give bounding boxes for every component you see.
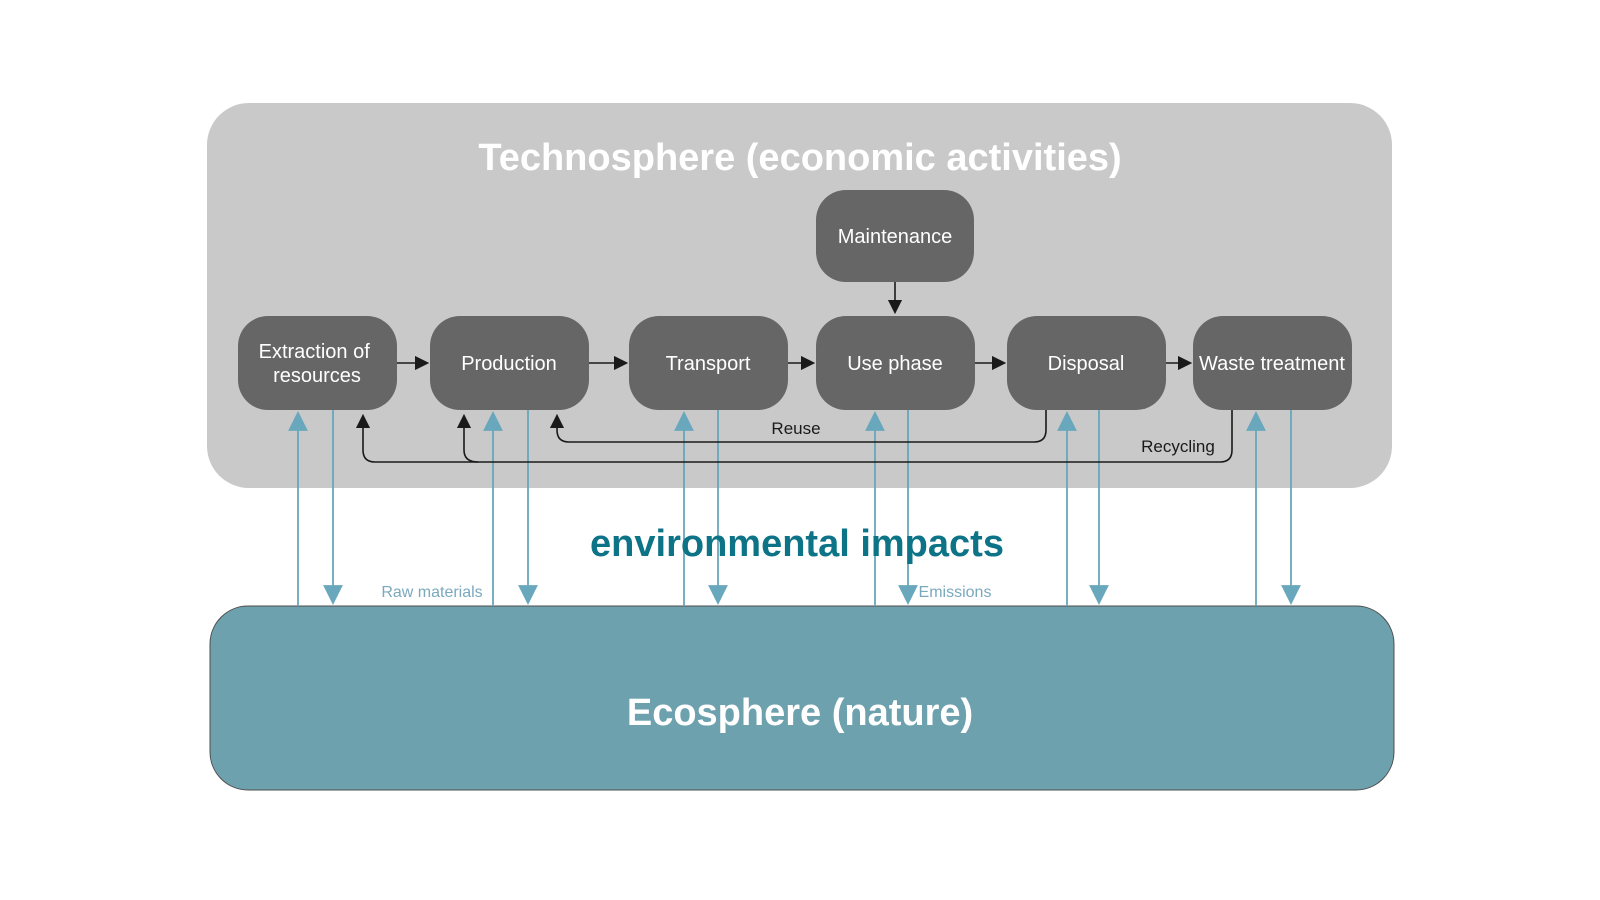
stage-label-line: Extraction of — [259, 341, 371, 363]
stage-label-line: resources — [273, 365, 361, 387]
stage-box-waste-treatment — [1193, 316, 1352, 410]
ecosphere-container — [209, 605, 1395, 791]
stage-box-transport — [629, 316, 788, 410]
stage-label-production: Production — [461, 353, 557, 375]
maintenance-label: Maintenance — [838, 226, 953, 248]
eco-flow-arrows — [288, 410, 1301, 606]
stage-box-extraction — [238, 316, 397, 410]
recycling-label: Recycling — [1141, 437, 1215, 456]
raw-materials-label: Raw materials — [381, 584, 482, 601]
technosphere-title: Technosphere (economic activities) — [478, 137, 1121, 179]
stage-box-disposal — [1007, 316, 1166, 410]
impacts-title: environmental impacts — [590, 523, 1004, 565]
recycling-branch-arrow — [456, 413, 479, 463]
stage-label-disposal: Disposal — [1048, 353, 1125, 375]
stage-label-use-phase: Use phase — [847, 353, 943, 375]
maintenance-box — [816, 190, 974, 282]
stage-label-transport: Transport — [666, 353, 751, 375]
stage-label-waste-treatment: Waste treatment — [1199, 353, 1345, 375]
stage-box-production — [430, 316, 589, 410]
reuse-loop-arrow — [549, 410, 1047, 443]
stage-box-use-phase — [816, 316, 975, 410]
process-arrows — [355, 282, 1233, 463]
ecosphere-title: Ecosphere (nature) — [627, 692, 973, 734]
emissions-label: Emissions — [919, 584, 992, 601]
reuse-label: Reuse — [771, 419, 820, 438]
stage-label-extraction: Extraction of resources — [259, 341, 376, 387]
recycling-loop-arrow — [355, 410, 1233, 463]
